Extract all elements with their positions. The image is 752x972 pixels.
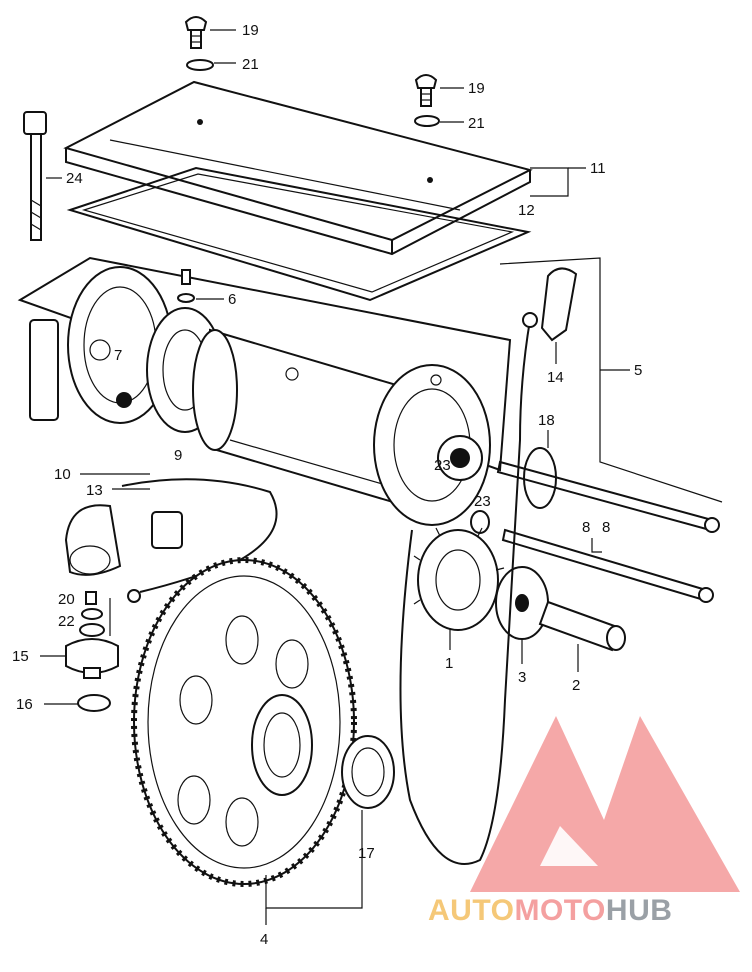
leader-lines (40, 29, 630, 925)
callout-12: 12 (518, 202, 535, 219)
callout-5: 5 (634, 362, 642, 379)
callout-17: 17 (358, 845, 375, 862)
callout-24: 24 (66, 170, 83, 187)
callout-14: 14 (547, 369, 564, 386)
gasket-12 (66, 166, 532, 302)
callout-20: 20 (58, 591, 75, 608)
callout-13: 13 (86, 482, 103, 499)
cable-14 (519, 267, 578, 441)
watermark-text: AUTOMOTOHUB (428, 894, 672, 927)
autmotohub-logo-icon (470, 716, 740, 892)
neutral-switch-15 (65, 591, 119, 679)
callout-22: 22 (58, 613, 75, 630)
collar-17 (341, 735, 395, 809)
callout-8-left: 8 (582, 519, 590, 536)
callout-19-lower: 19 (468, 80, 485, 97)
watermark-hub: HUB (606, 894, 673, 927)
starter-cable (399, 439, 521, 865)
watermark-moto: MOTO (514, 894, 605, 927)
callout-1: 1 (445, 655, 453, 672)
starter-driven-gear-4 (131, 557, 357, 887)
washer-21-upper (186, 59, 214, 71)
watermark-auto: AUTO (428, 894, 514, 927)
callout-10: 10 (54, 466, 71, 483)
callout-21-lower: 21 (468, 115, 485, 132)
callout-9: 9 (174, 447, 182, 464)
shaft-2 (538, 600, 626, 652)
callout-23-upper: 23 (434, 457, 451, 474)
callout-2: 2 (572, 677, 580, 694)
callout-8-right: 8 (602, 519, 610, 536)
callout-21-upper: 21 (242, 56, 259, 73)
bolt-19-lower (414, 74, 438, 107)
washer-23 (470, 510, 490, 534)
callout-7: 7 (114, 347, 122, 364)
screw-6 (177, 269, 195, 303)
long-bolt-24 (23, 111, 47, 241)
callout-16: 16 (16, 696, 33, 713)
callout-15: 15 (12, 648, 29, 665)
washer-3 (495, 566, 549, 640)
washer-21-lower (414, 115, 440, 127)
callout-18: 18 (538, 412, 555, 429)
bolt-19-upper (184, 16, 208, 49)
starter-motor (17, 256, 512, 526)
callout-4: 4 (260, 931, 268, 948)
callout-23-lower: 23 (474, 493, 491, 510)
cover-11 (63, 80, 533, 256)
bracket-frame-5 (499, 257, 723, 503)
through-bolt-8-upper (496, 460, 720, 533)
cable-10-13 (64, 478, 278, 603)
callout-6: 6 (228, 291, 236, 308)
through-bolt-8-lower (501, 528, 714, 603)
callout-19-upper: 19 (242, 22, 259, 39)
washer-16 (77, 694, 111, 712)
o-ring-18 (523, 447, 557, 509)
callout-11: 11 (590, 160, 606, 177)
callout-3: 3 (518, 669, 526, 686)
pinion-gear-1 (413, 527, 505, 631)
